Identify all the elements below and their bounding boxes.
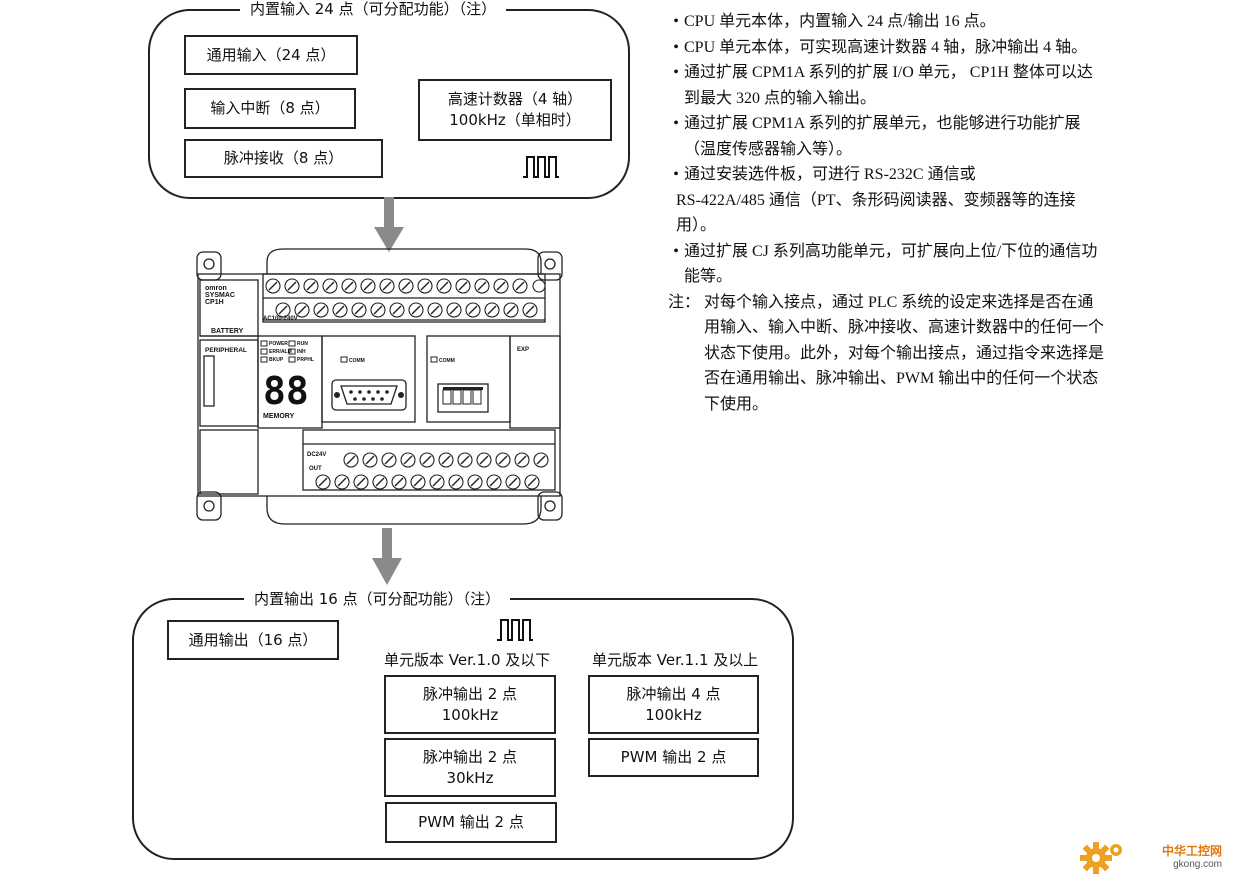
plc-series-label: SYSMAC [205, 292, 235, 299]
note-continuation: RS-422A/485 通信（PT、条形码阅读器、变频器等的连接用）。 [676, 191, 1076, 235]
new-pwm-box: PWM 输出 2 点 [588, 738, 759, 777]
old-pulse-100k-line2: 100kHz [441, 705, 499, 724]
bullet: • [673, 13, 679, 30]
pulse-train-icon [497, 619, 533, 641]
high-speed-counter-box: 高速计数器（4 轴） 100kHz（单相时） [418, 79, 612, 141]
arrow-down-icon [374, 197, 404, 252]
old-pulse-100k-line1: 脉冲输出 2 点 [422, 684, 518, 703]
counter-label-line2: 100kHz（单相时） [449, 111, 581, 129]
note-item: • 通过扩展 CJ 系列高功能单元，可扩展向上位/下位的通信功能等。 [668, 239, 1108, 290]
unit-version-old-label: 单元版本 Ver.1.0 及以下 [384, 651, 551, 669]
pulse-catch-box: 脉冲接收（8 点） [184, 139, 383, 178]
memory-label: MEMORY [263, 413, 295, 420]
comm-port2-label: COMM [439, 358, 455, 364]
plc-unit-illustration: omron SYSMAC CP1H BATTERY PERIPHERAL MEM… [196, 248, 563, 525]
note-text: CPU 单元本体，可实现高速计数器 4 轴，脉冲输出 4 轴。 [684, 38, 1088, 56]
feature-notes: • CPU 单元本体，内置输入 24 点/输出 16 点。 • CPU 单元本体… [668, 9, 1108, 417]
old-pulse-30k-box: 脉冲输出 2 点 30kHz [384, 738, 556, 797]
footnote: 注： 对每个输入接点，通过 PLC 系统的设定来选择是否在通用输入、输入中断、脉… [668, 290, 1108, 418]
led-power-label: POWER [269, 341, 288, 347]
note-item: • 通过扩展 CPM1A 系列的扩展单元，也能够进行功能扩展（温度传感器输入等）… [668, 111, 1108, 162]
counter-label-line1: 高速计数器（4 轴） [447, 90, 583, 108]
unit-version-new-label: 单元版本 Ver.1.1 及以上 [592, 651, 759, 669]
plc-model-label: CP1H [205, 299, 224, 306]
note-text: CPU 单元本体，内置输入 24 点/输出 16 点。 [684, 13, 996, 30]
note-text: 通过扩展 CPM1A 系列的扩展 I/O 单元， CP1H 整体可以达到最大 3… [684, 64, 1093, 107]
plc-brand-label: omron [205, 285, 227, 292]
new-pulse-100k-line2: 100kHz [645, 705, 702, 724]
note-item: • 通过安装选件板，可进行 RS-232C 通信或 [668, 162, 1108, 188]
comm-port1-label: COMM [349, 358, 365, 364]
old-pulse-30k-line1: 脉冲输出 2 点 [422, 747, 518, 766]
led-prphl-label: PRPHL [297, 357, 314, 363]
old-pulse-30k-line2: 30kHz [446, 768, 494, 787]
footnote-text: 对每个输入接点，通过 PLC 系统的设定来选择是否在通用输入、输入中断、脉冲接收… [704, 293, 1105, 413]
old-pwm-box: PWM 输出 2 点 [385, 802, 557, 843]
new-pulse-100k-line1: 脉冲输出 4 点 [626, 684, 721, 703]
peripheral-label: PERIPHERAL [205, 347, 247, 354]
led-bkup-label: BKUP [269, 357, 284, 363]
general-input-label: 通用输入（24 点） [206, 45, 336, 64]
general-input-box: 通用输入（24 点） [184, 35, 358, 75]
footnote-label: 注： [668, 293, 701, 311]
battery-label: BATTERY [211, 328, 244, 335]
out-label: OUT [309, 466, 322, 472]
site-watermark: 中华工控网 gkong.com [1080, 842, 1222, 874]
output-group-legend: 内置输出 16 点（可分配功能）（注） [244, 590, 511, 608]
note-text: 通过扩展 CJ 系列高功能单元，可扩展向上位/下位的通信功能等。 [684, 242, 1098, 286]
pulse-catch-label: 脉冲接收（8 点） [223, 149, 344, 167]
general-output-label: 通用输出（16 点） [188, 630, 318, 649]
new-pulse-100k-box: 脉冲输出 4 点 100kHz [588, 675, 759, 734]
seven-segment-display: 88 [263, 369, 309, 413]
arrow-down-icon [372, 528, 402, 585]
pulse-train-icon [523, 156, 559, 178]
new-pwm-label: PWM 输出 2 点 [620, 748, 727, 766]
note-text: 通过安装选件板，可进行 RS-232C 通信或 [684, 166, 976, 183]
bullet: • [673, 38, 679, 56]
old-pwm-label: PWM 输出 2 点 [418, 813, 524, 831]
bullet: • [673, 242, 679, 260]
led-run-label: RUN [297, 341, 308, 347]
led-err-label: ERR/ALM [269, 349, 292, 355]
input-group-legend: 内置输入 24 点（可分配功能）（注） [240, 0, 507, 18]
led-inh-label: INH [297, 349, 306, 355]
input-interrupt-box: 输入中断（8 点） [184, 88, 356, 129]
old-pulse-100k-box: 脉冲输出 2 点 100kHz [384, 675, 556, 734]
bullet: • [673, 115, 679, 132]
dc-power-label: DC24V [307, 452, 326, 458]
exp-label: EXP [517, 347, 529, 353]
input-interrupt-label: 输入中断（8 点） [210, 99, 330, 117]
bullet: • [673, 64, 679, 81]
general-output-box: 通用输出（16 点） [167, 620, 339, 660]
gear-icon [1080, 842, 1122, 874]
note-item: • CPU 单元本体，内置输入 24 点/输出 16 点。 [668, 9, 1108, 35]
watermark-cn: 中华工控网 [1161, 844, 1222, 858]
note-item: • 通过扩展 CPM1A 系列的扩展 I/O 单元， CP1H 整体可以达到最大… [668, 60, 1108, 111]
ac-power-label: AC100-240V [263, 316, 298, 322]
watermark-url: gkong.com [1173, 859, 1222, 870]
bullet: • [673, 166, 679, 183]
note-item: • CPU 单元本体，可实现高速计数器 4 轴，脉冲输出 4 轴。 [668, 35, 1108, 61]
note-text: 通过扩展 CPM1A 系列的扩展单元，也能够进行功能扩展（温度传感器输入等）。 [684, 115, 1081, 158]
